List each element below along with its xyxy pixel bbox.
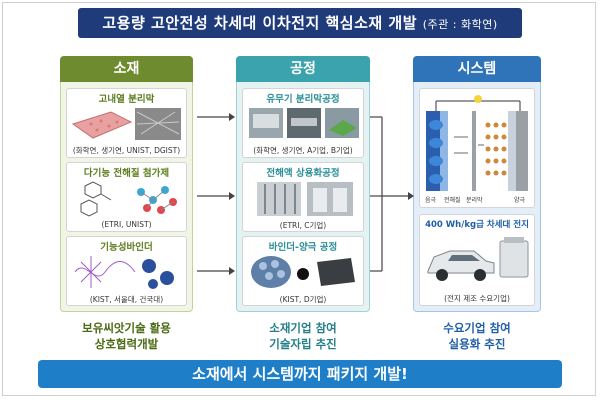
card-title: 400 Wh/kg급 차세대 전지 bbox=[425, 220, 529, 230]
footer-line: 수요기업 참여 bbox=[443, 321, 511, 335]
electrolyte-process-image bbox=[257, 182, 353, 216]
separator-label: 분리막 bbox=[466, 197, 483, 204]
card-title: 다기능 전해질 첨가제 bbox=[83, 168, 170, 179]
system-header: 시스템 bbox=[413, 56, 541, 82]
arrow-right-icon bbox=[197, 267, 235, 275]
binder-polymer-image bbox=[74, 256, 174, 289]
cathode-label: 양극 bbox=[514, 197, 526, 204]
separator-material-card: 고내열 분리막 (화학연, 생기연, UNIST, DGIST) bbox=[66, 88, 187, 158]
process-footer: 소재기업 참여 기술자립 추진 bbox=[236, 318, 370, 354]
separator-process-image bbox=[249, 108, 359, 138]
footer-line: 상호협력개발 bbox=[94, 337, 159, 351]
card-caption: (전지 제조 수요기업) bbox=[444, 294, 510, 303]
binder-material-card: 기능성바인더 (KIST, 서울대, 건국대) bbox=[66, 236, 187, 306]
next-gen-battery-card: 400 Wh/kg급 차세대 전지 (전지 제조 수요기업) bbox=[419, 214, 535, 306]
battery-cell-diagram bbox=[426, 95, 528, 191]
bottom-banner: 소재에서 시스템까지 패키지 개발! bbox=[38, 360, 562, 388]
binder-cathode-image bbox=[251, 256, 355, 288]
card-caption: (KIST, D기업) bbox=[279, 295, 327, 304]
separator-image bbox=[71, 108, 181, 140]
card-caption: (KIST, 서울대, 건국대) bbox=[89, 295, 164, 304]
card-title: 전해액 상용화공정 bbox=[266, 168, 340, 179]
card-title: 바인더-양극 공정 bbox=[268, 242, 338, 253]
ev-battery-image bbox=[427, 237, 529, 281]
system-footer: 수요기업 참여 실용화 추진 bbox=[413, 318, 541, 354]
arrow-right-icon bbox=[197, 113, 235, 121]
diagram-title: 고용량 고안전성 차세대 이차전지 핵심소재 개발 (주관 : 화학연) bbox=[78, 8, 522, 38]
card-title: 유무기 분리막공정 bbox=[266, 94, 340, 105]
title-main: 고용량 고안전성 차세대 이차전지 핵심소재 개발 bbox=[102, 14, 417, 32]
electrolyte-process-card: 전해액 상용화공정 (ETRI, C기업) bbox=[242, 162, 364, 232]
card-caption: (화학연, 생기연, UNIST, DGIST) bbox=[72, 146, 181, 155]
footer-line: 보유씨앗기술 활용 bbox=[82, 321, 171, 335]
battery-cell-card: 음극 전해질 분리막 양극 bbox=[419, 88, 535, 208]
arrow-right-icon bbox=[197, 192, 235, 200]
card-caption: (ETRI, C기업) bbox=[279, 221, 327, 230]
additive-molecule-image bbox=[80, 181, 177, 217]
title-sub: (주관 : 화학연) bbox=[422, 18, 498, 31]
binder-cathode-process-card: 바인더-양극 공정 (KIST, D기업) bbox=[242, 236, 364, 306]
anode-label: 음극 bbox=[425, 197, 437, 204]
footer-line: 기술자립 추진 bbox=[269, 337, 337, 351]
materials-footer: 보유씨앗기술 활용 상호협력개발 bbox=[60, 318, 193, 354]
card-caption: (화학연, 생기연, A기업, B기업) bbox=[253, 146, 353, 155]
card-title: 기능성바인더 bbox=[100, 242, 153, 253]
materials-header: 소재 bbox=[60, 56, 193, 82]
additive-material-card: 다기능 전해질 첨가제 (ETRI, UNIST) bbox=[66, 162, 187, 232]
process-header: 공정 bbox=[236, 56, 370, 82]
footer-line: 실용화 추진 bbox=[448, 337, 506, 351]
separator-process-card: 유무기 분리막공정 (화학연, 생기연, A기업, B기업) bbox=[242, 88, 364, 158]
card-caption: (ETRI, UNIST) bbox=[101, 220, 152, 229]
merge-arrow-icon bbox=[370, 116, 414, 272]
electrolyte-label: 전해질 bbox=[444, 197, 461, 204]
card-title: 고내열 분리막 bbox=[98, 94, 155, 105]
footer-line: 소재기업 참여 bbox=[269, 321, 337, 335]
